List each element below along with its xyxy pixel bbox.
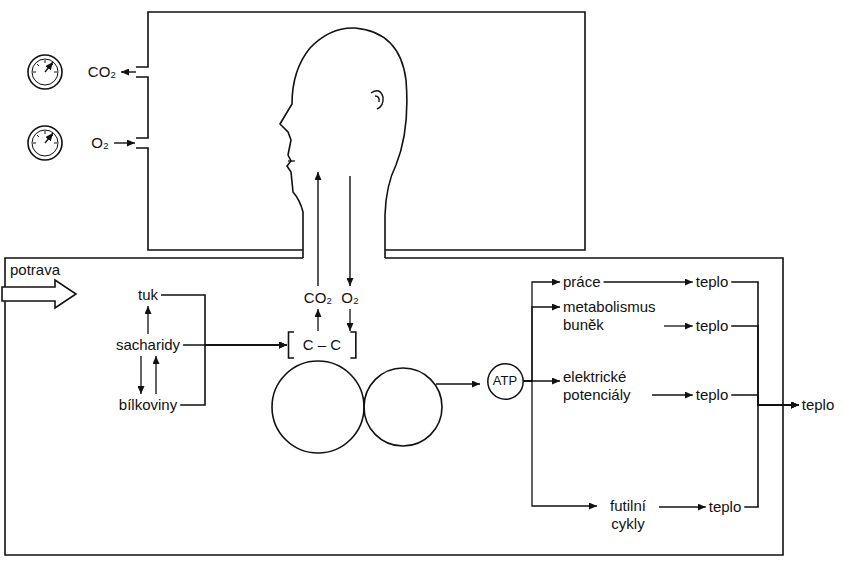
co2-exhale-arrow: [317, 172, 318, 286]
flow-arrow: [731, 326, 798, 405]
flow-arrow: [524, 282, 561, 381]
o2-gauge-needle: [45, 133, 53, 143]
head-profile: [280, 28, 407, 258]
nutrient-label: bílkoviny: [116, 394, 180, 416]
node-text: teplo: [696, 386, 729, 404]
nutrient-label: sacharidy: [113, 334, 183, 356]
node-text: futilní cykly: [600, 497, 656, 533]
cycle-output-arrow: [436, 383, 480, 384]
co2-gauge-rim: [32, 59, 58, 85]
node-text: bílkoviny: [119, 396, 177, 414]
flow-arrow: [180, 345, 287, 405]
heat-label: teplo: [693, 384, 732, 406]
flow-arrow: [664, 325, 693, 326]
node-text: práce: [563, 273, 601, 291]
co2-outflow-arrow: [121, 71, 136, 72]
gas-label: CO₂: [86, 63, 118, 81]
nutrient-label: tuk: [135, 284, 161, 306]
gas-label: O₂: [338, 287, 362, 309]
heat-label: teplo: [706, 496, 745, 518]
o2-gauge-rim: [32, 130, 58, 156]
node-text: teplo: [709, 498, 742, 516]
co2-gauge-ticks: [33, 60, 57, 72]
head-ear: [371, 91, 383, 109]
gas-label: CO₂: [301, 287, 335, 309]
node-text: teplo: [802, 396, 835, 414]
flow-arrow: [524, 307, 561, 381]
o2-gauge-ticks: [33, 131, 57, 143]
node-text: sacharidy: [116, 336, 180, 354]
substrate-bracket: C – C: [287, 331, 357, 359]
input-label: potrava: [8, 261, 62, 279]
heat-label: teplo: [693, 315, 732, 337]
heat-output-label: teplo: [799, 394, 838, 416]
flow-arrow: [140, 356, 141, 394]
co2-gauge-needle: [45, 62, 53, 72]
node-text: ATP: [493, 372, 517, 390]
energy-use-label: futilní cykly: [597, 495, 659, 535]
energy-use-label: práce: [560, 271, 604, 293]
body-outline: [5, 258, 783, 555]
flow-arrow: [349, 309, 350, 331]
o2-inflow-arrow: [114, 142, 135, 143]
flow-arrow: [731, 395, 798, 405]
flow-arrow: [652, 394, 693, 395]
cycle-circle: [364, 368, 442, 446]
flow-arrow: [604, 281, 693, 282]
node-text: C – C: [303, 336, 341, 354]
flow-arrow: [317, 309, 318, 331]
flow-arrow: [744, 405, 798, 507]
flow-arrow: [659, 506, 706, 507]
node-text: elektrické potenciály: [563, 368, 649, 404]
flow-arrow: [147, 306, 148, 334]
node-text: teplo: [696, 317, 729, 335]
cycle-circle: [272, 361, 364, 453]
food-input-arrow: [2, 280, 76, 308]
chamber-outline: [136, 12, 585, 250]
heat-label: teplo: [693, 271, 732, 293]
node-text: CO₂: [304, 289, 332, 307]
flow-arrow: [155, 356, 156, 394]
o2-gauge: [28, 126, 62, 160]
atp-outline: [487, 363, 522, 398]
bracket-outline: [288, 332, 355, 358]
node-text: tuk: [138, 286, 158, 304]
head-mouth: [288, 160, 295, 161]
atp-circle: ATP: [487, 363, 524, 400]
flow-arrow: [731, 282, 798, 405]
energy-use-label: elektrické potenciály: [560, 366, 652, 406]
co2-gauge: [28, 55, 62, 89]
energy-use-label: metabolismus buněk: [560, 296, 664, 336]
node-text: O₂: [341, 289, 359, 307]
o2-inhale-arrow: [349, 176, 350, 286]
gas-label: O₂: [89, 134, 111, 152]
node-text: teplo: [696, 273, 729, 291]
node-text: metabolismus buněk: [563, 298, 661, 334]
